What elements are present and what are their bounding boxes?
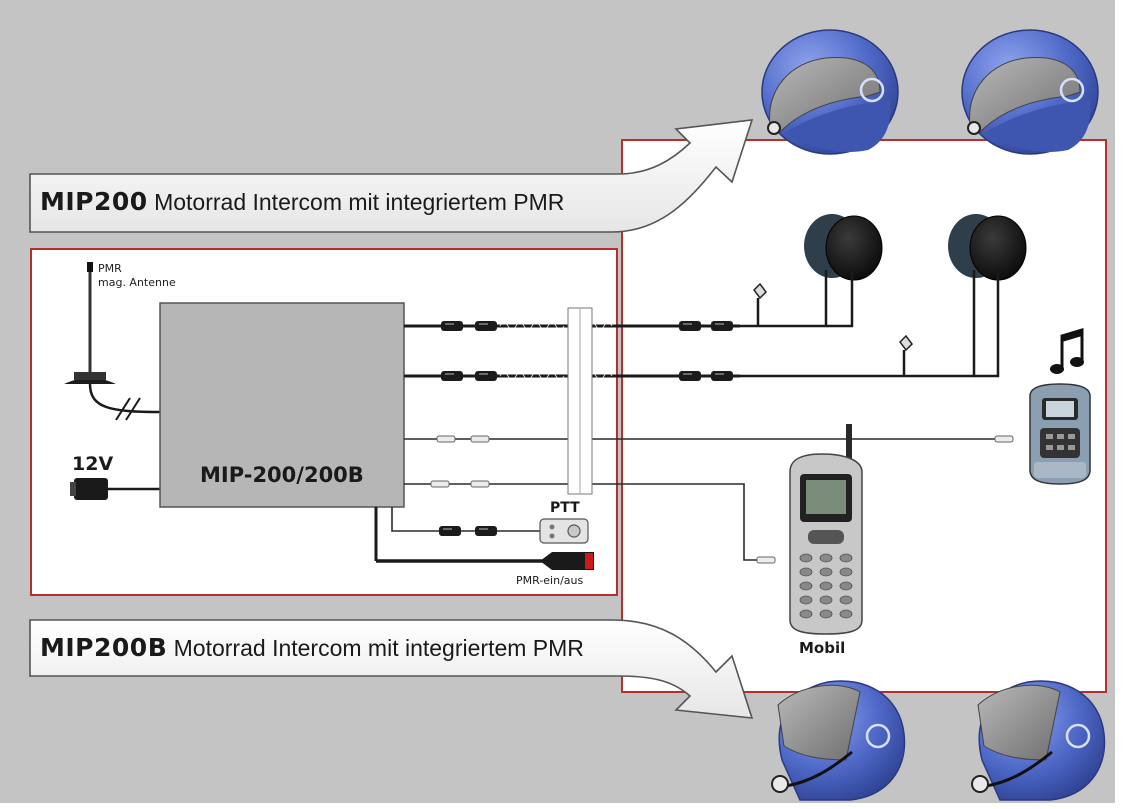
helmet-icon — [971, 680, 1106, 801]
microphone-icon — [899, 334, 913, 352]
mp3-player-icon — [1029, 383, 1091, 485]
phone-label: Mobil — [799, 639, 846, 657]
ptt-button-icon — [539, 518, 589, 544]
ptt-label: PTT — [550, 500, 580, 516]
main-unit — [159, 302, 405, 508]
mip200b-banner: MIP200B Motorrad Intercom mit integriert… — [40, 635, 584, 660]
music-note-icon — [1050, 327, 1084, 374]
mip200-model-label: MIP200 — [40, 187, 148, 216]
antenna-label-line2: mag. Antenne — [98, 276, 176, 289]
antenna-icon — [64, 262, 116, 384]
mobile-phone-icon — [789, 424, 863, 635]
antenna-label-line1: PMR — [98, 262, 122, 275]
helmet-icon — [961, 29, 1099, 155]
unit-label: MIP-200/200B — [200, 463, 364, 487]
mip200-banner: MIP200 Motorrad Intercom mit integrierte… — [40, 189, 564, 214]
speaker-icon — [804, 214, 883, 281]
mip200-arrow — [29, 119, 754, 233]
microphone-icon — [753, 282, 767, 300]
speaker-icon — [948, 214, 1027, 281]
power-plug-icon — [70, 478, 108, 500]
mip200b-model-label: MIP200B — [40, 633, 168, 662]
mip200-description: Motorrad Intercom mit integriertem PMR — [154, 189, 565, 215]
mip200b-arrow — [29, 619, 754, 719]
helmet-icon — [771, 680, 906, 801]
pmr-switch-icon — [540, 552, 594, 570]
antenna-label: PMR mag. Antenne — [98, 262, 176, 290]
helmet-icon — [761, 29, 899, 155]
mip200b-description: Motorrad Intercom mit integriertem PMR — [173, 635, 584, 661]
pmr-switch-label: PMR-ein/aus — [516, 574, 584, 587]
power-label: 12V — [72, 453, 114, 475]
